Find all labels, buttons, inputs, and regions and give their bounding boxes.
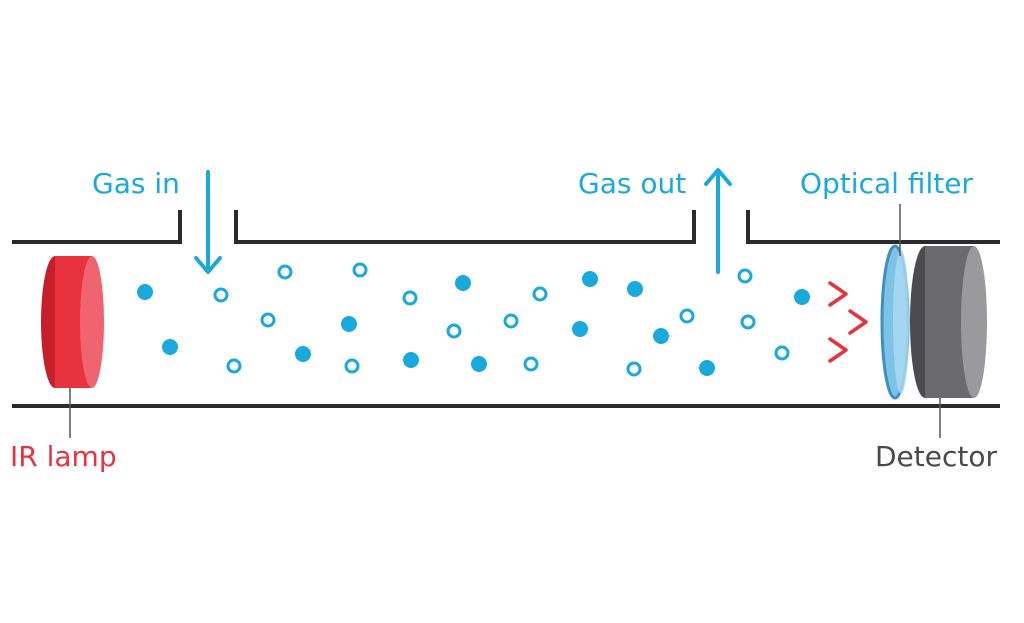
gas-molecule-other xyxy=(740,314,756,330)
ir-beams xyxy=(106,292,868,352)
gas-molecule-absorbing xyxy=(794,289,810,305)
gas-molecule-absorbing xyxy=(137,284,153,300)
ir-beam-arrowheads xyxy=(828,281,868,363)
gas-molecule-absorbing xyxy=(627,281,643,297)
gas-molecule-other xyxy=(446,323,462,339)
gas-molecule-absorbing xyxy=(572,321,588,337)
gas-molecule-other xyxy=(277,264,293,280)
top-wall-right xyxy=(746,210,1000,244)
top-wall-middle xyxy=(234,210,696,244)
gas-in-label: Gas in xyxy=(92,167,180,200)
gas-molecule-other xyxy=(226,358,242,374)
gas-molecule-other xyxy=(402,290,418,306)
gas-in-arrow xyxy=(194,170,222,274)
gas-molecule-absorbing xyxy=(162,339,178,355)
gas-molecule-other xyxy=(679,308,695,324)
gas-molecule-absorbing xyxy=(471,356,487,372)
gas-molecule-absorbing xyxy=(699,360,715,376)
gas-molecule-other xyxy=(737,268,753,284)
gas-out-label: Gas out xyxy=(578,167,686,200)
gas-molecule-other xyxy=(352,262,368,278)
ir-lamp-label: IR lamp xyxy=(10,440,117,473)
tube-walls xyxy=(12,210,1000,408)
gas-molecule-other xyxy=(213,287,229,303)
ir-lamp xyxy=(41,256,104,388)
gas-molecule-other xyxy=(774,345,790,361)
detector-label: Detector xyxy=(875,440,997,473)
gas-molecule-absorbing xyxy=(295,346,311,362)
detector xyxy=(910,246,987,398)
gas-molecule-other xyxy=(260,312,276,328)
gas-molecule-other xyxy=(626,361,642,377)
optical-filter xyxy=(880,244,910,400)
gas-out-arrow xyxy=(704,168,732,274)
gas-molecule-absorbing xyxy=(582,271,598,287)
gas-molecule-absorbing xyxy=(403,352,419,368)
gas-molecule-other xyxy=(344,358,360,374)
gas-molecules xyxy=(137,262,810,377)
gas-molecule-absorbing xyxy=(653,328,669,344)
gas-molecule-absorbing xyxy=(341,316,357,332)
top-wall-left xyxy=(12,210,182,244)
gas-molecule-absorbing xyxy=(455,275,471,291)
gas-molecule-other xyxy=(503,313,519,329)
gas-molecule-other xyxy=(532,286,548,302)
gas-molecule-other xyxy=(523,356,539,372)
optical-filter-label: Optical filter xyxy=(800,167,973,200)
